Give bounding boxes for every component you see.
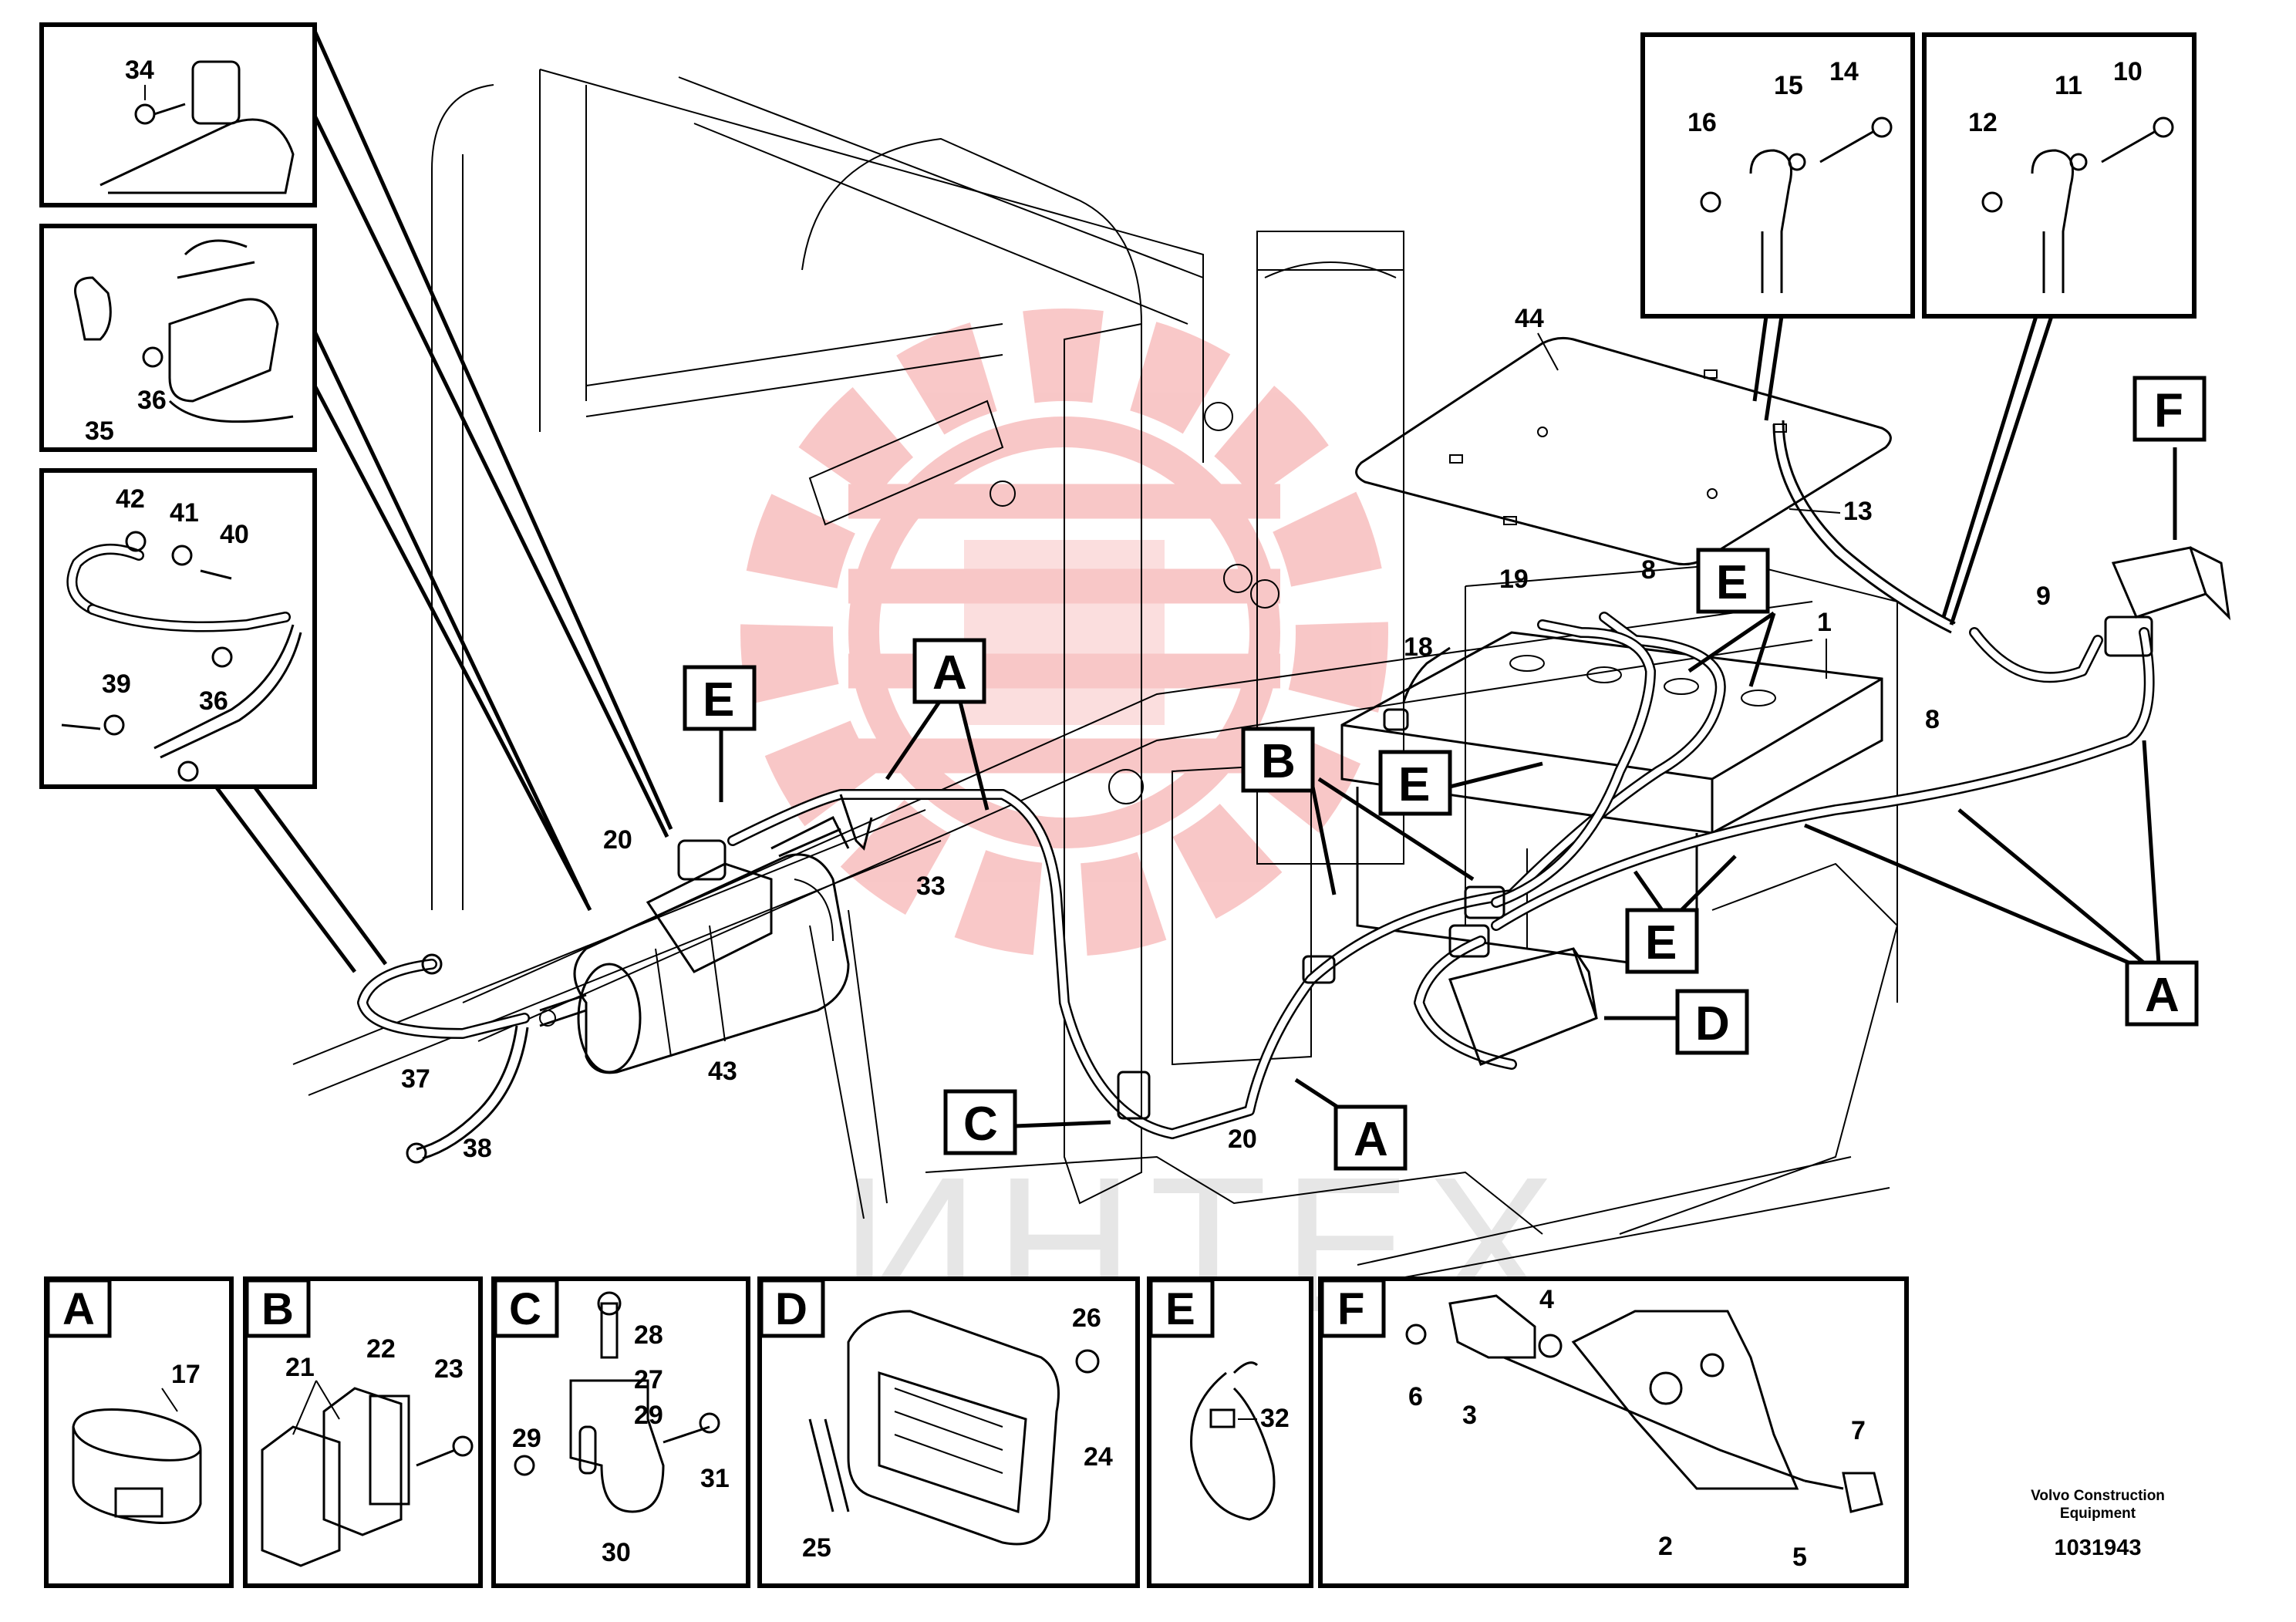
- part-26: 26: [1072, 1303, 1101, 1333]
- document-number: 1031943: [2055, 1536, 2142, 1560]
- callout-39: 39: [102, 669, 131, 699]
- letter-callout-E: E: [1645, 916, 1677, 969]
- part-23: 23: [434, 1354, 464, 1384]
- letter-callout-A: A: [2145, 969, 2180, 1022]
- part-24: 24: [1084, 1442, 1113, 1472]
- letter-callout-D: D: [1695, 997, 1730, 1050]
- letter-callouts: E A B E E E D C A A F: [683, 376, 2207, 1171]
- callout-19: 19: [1499, 565, 1529, 594]
- detail-panel-f: F 4 6 3 7 2 5: [1318, 1276, 1909, 1588]
- callout-20: 20: [1228, 1125, 1257, 1154]
- main-cable-harness: [727, 420, 2155, 1139]
- callout-44: 44: [1515, 304, 1544, 333]
- callout-16: 16: [1687, 108, 1717, 137]
- callout-10: 10: [2113, 57, 2143, 86]
- part-22: 22: [366, 1334, 396, 1364]
- detail-panel-b: B 21 22 23: [243, 1276, 483, 1588]
- panel-letter: F: [1337, 1284, 1364, 1334]
- letter-callout-E: E: [703, 673, 734, 727]
- credit-line-1: Volvo Construction: [2031, 1488, 2165, 1504]
- callout-13: 13: [1843, 497, 1873, 526]
- callout-9: 9: [2036, 582, 2051, 611]
- callout-37: 37: [401, 1064, 430, 1094]
- callout-18: 18: [1404, 632, 1433, 662]
- part-17: 17: [171, 1360, 201, 1389]
- part-32: 32: [1260, 1404, 1290, 1433]
- inset-leader-lines: [214, 29, 673, 973]
- detail-panel-a: A 17: [44, 1276, 234, 1588]
- inset-starter-terminal: [39, 22, 317, 207]
- machine-frame-linework: [292, 69, 1899, 1281]
- part-2: 2: [1658, 1532, 1673, 1561]
- battery-cover-plate: [1355, 336, 1892, 566]
- part-29: 29: [512, 1424, 541, 1453]
- callout-1: 1: [1817, 608, 1832, 637]
- callout-36: 36: [137, 386, 167, 415]
- part-29: 29: [634, 1401, 663, 1430]
- callout-36: 36: [199, 686, 228, 716]
- callout-41: 41: [170, 498, 199, 528]
- callout-43: 43: [708, 1057, 737, 1086]
- inset-cable-lug-14: [1640, 32, 1915, 319]
- inset-right-leader-lines: [1752, 315, 2054, 626]
- part-5: 5: [1792, 1543, 1807, 1572]
- callout-42: 42: [116, 484, 145, 514]
- letter-callout-A: A: [1354, 1113, 1388, 1166]
- ground-cables: [357, 953, 530, 1164]
- callout-20: 20: [603, 825, 632, 855]
- part-31: 31: [700, 1464, 730, 1493]
- letter-callout-C: C: [963, 1098, 998, 1151]
- callout-34: 34: [125, 56, 154, 85]
- part-3: 3: [1462, 1401, 1477, 1430]
- callout-11: 11: [2055, 71, 2082, 100]
- letter-callout-E: E: [1716, 556, 1748, 609]
- panel-letter: B: [261, 1284, 294, 1334]
- callout-15: 15: [1774, 71, 1803, 100]
- panel-letter: C: [509, 1284, 541, 1334]
- part-7: 7: [1851, 1416, 1866, 1445]
- detail-panel-d: D 26 24 25: [757, 1276, 1140, 1588]
- callout-33: 33: [916, 872, 946, 901]
- callout-38: 38: [463, 1134, 492, 1163]
- part-21: 21: [285, 1353, 315, 1382]
- inset-cable-lug-10: [1922, 32, 2197, 319]
- part-28: 28: [634, 1320, 663, 1350]
- part-27: 27: [634, 1365, 663, 1394]
- panel-letter: D: [775, 1284, 807, 1334]
- callout-12: 12: [1968, 108, 1998, 137]
- inset-ground-strap: [39, 468, 317, 789]
- panel-letter: A: [62, 1284, 95, 1334]
- part-4: 4: [1539, 1285, 1554, 1314]
- callout-40: 40: [220, 520, 249, 549]
- harness-clips: [1117, 546, 2231, 1120]
- detail-panel-e: E 32: [1147, 1276, 1313, 1588]
- callout-35: 35: [85, 416, 114, 446]
- battery: [1340, 631, 1883, 973]
- callout-8: 8: [1925, 705, 1940, 734]
- letter-callout-A: A: [932, 646, 967, 700]
- credit-line-2: Equipment: [2060, 1506, 2136, 1522]
- starter-motor: [539, 839, 850, 1074]
- letter-callout-E: E: [1398, 758, 1430, 811]
- callout-14: 14: [1829, 57, 1859, 86]
- credit-block: Volvo Construction Equipment 1031943: [2031, 1488, 2165, 1560]
- inset-solenoid-terminal: [39, 224, 317, 452]
- cable-33: [770, 794, 873, 858]
- letter-callout-F: F: [2154, 384, 2183, 437]
- letter-callout-B: B: [1261, 735, 1296, 788]
- part-6: 6: [1408, 1382, 1423, 1411]
- callout-8: 8: [1641, 555, 1656, 585]
- detail-panel-c: C 28 27 29 29 31 30: [491, 1276, 750, 1588]
- part-30: 30: [602, 1538, 631, 1567]
- number-callouts: 34 36 35 42 41 40 39 36 20 33 43 37 38 2…: [85, 56, 2143, 1163]
- panel-letter: E: [1165, 1284, 1195, 1334]
- part-25: 25: [802, 1533, 831, 1563]
- callout-arrows: [719, 447, 2177, 1132]
